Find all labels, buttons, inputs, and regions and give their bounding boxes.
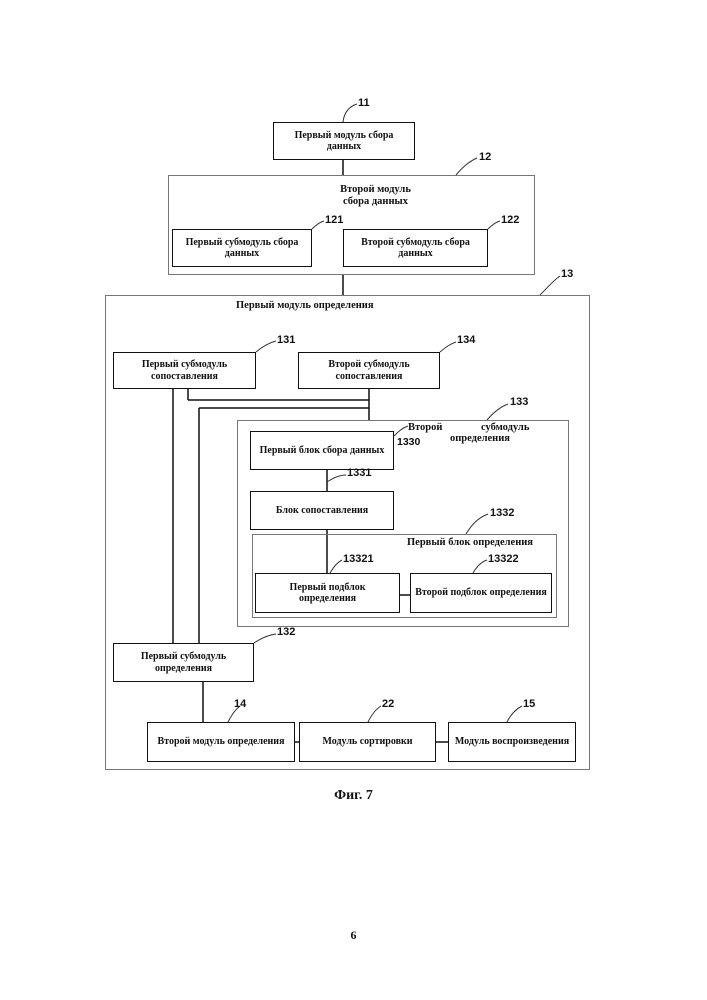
ref-13322: 13322 [488, 553, 519, 565]
block-132: Первый субмодуль определения [113, 643, 254, 682]
block-134: Второй субмодуль сопоставления [298, 352, 440, 389]
block-11: Первый модуль сбора данных [273, 122, 415, 160]
ref-122: 122 [501, 214, 519, 226]
title-block-1332: Первый блок определения [407, 537, 533, 549]
ref-133: 133 [510, 396, 528, 408]
block-121: Первый субмодуль сбора данных [172, 229, 312, 267]
ref-14: 14 [234, 698, 246, 710]
ref-12: 12 [479, 151, 491, 163]
leader-12 [456, 158, 477, 175]
ref-134: 134 [457, 334, 475, 346]
block-1330: Первый блок сбора данных [250, 431, 394, 470]
block-1331: Блок сопоставления [250, 491, 394, 530]
ref-22: 22 [382, 698, 394, 710]
page-number: 6 [0, 928, 707, 943]
title-module-12: Второй модуль сбора данных [168, 184, 583, 208]
ref-13: 13 [561, 268, 573, 280]
ref-13321: 13321 [343, 553, 374, 565]
block-122: Второй субмодуль сбора данных [343, 229, 488, 267]
block-13321: Первый подблок определения [255, 573, 400, 613]
block-14: Второй модуль определения [147, 722, 295, 762]
ref-1331: 1331 [347, 467, 371, 479]
title-module-13: Первый модуль определения [236, 300, 374, 312]
leader-11 [343, 104, 357, 122]
block-13322: Второй подблок определения [410, 573, 552, 613]
ref-131: 131 [277, 334, 295, 346]
block-15: Модуль воспроизведения [448, 722, 576, 762]
ref-121: 121 [325, 214, 343, 226]
block-22: Модуль сортировки [299, 722, 436, 762]
ref-11: 11 [358, 97, 370, 109]
block-131: Первый субмодуль сопоставления [113, 352, 256, 389]
ref-1330: 1330 [397, 436, 420, 448]
ref-15: 15 [523, 698, 535, 710]
ref-1332: 1332 [490, 507, 514, 519]
figure-caption: Фиг. 7 [0, 788, 707, 804]
title-submodule-133-line2: определения [450, 433, 510, 445]
title-submodule-133-word1: Второй [408, 422, 442, 434]
ref-132: 132 [277, 626, 295, 638]
leader-13 [540, 276, 560, 295]
